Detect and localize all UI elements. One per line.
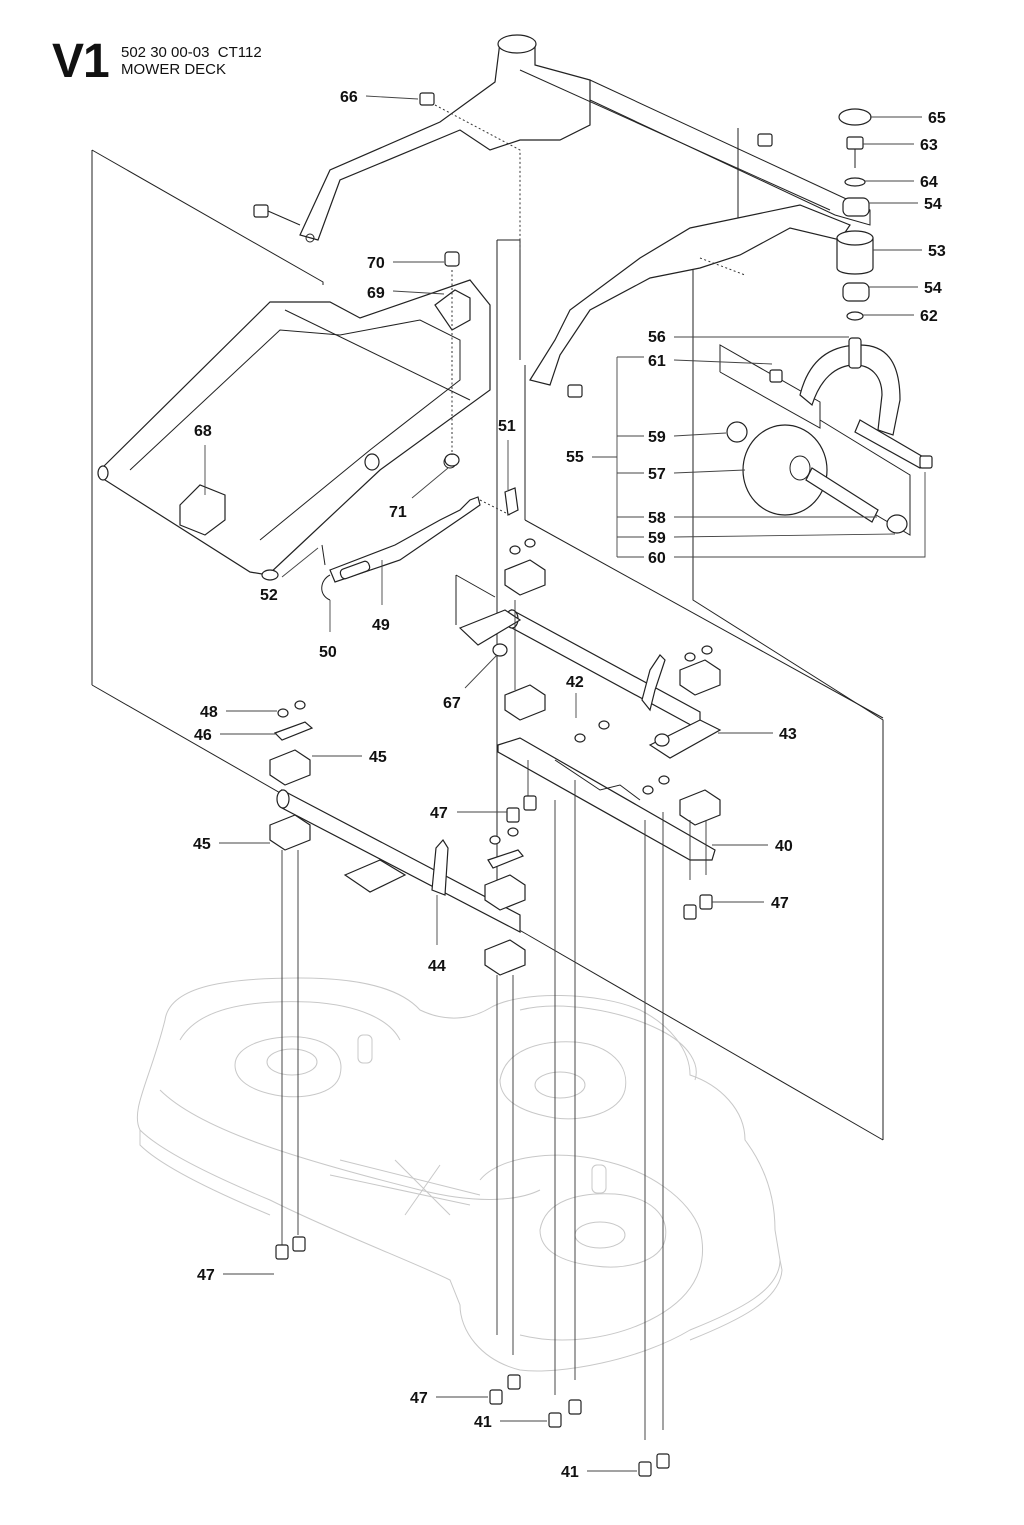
callout-label: 60 [648,550,666,567]
callout-label: 53 [928,243,946,260]
callout-label: 47 [410,1390,428,1407]
callout-label: 55 [566,449,584,466]
fasteners-upper [253,92,773,467]
callout-label: 54 [924,280,942,297]
callout-label: 62 [920,308,938,325]
callout-label: 68 [194,423,212,440]
callout-label: 66 [340,89,358,106]
callout-label: 54 [924,196,942,213]
callout-label: 42 [566,674,584,691]
callout-label: 52 [260,587,278,604]
mower-deck-housing [136,977,783,1372]
caster-assembly [726,108,933,534]
callout-label: 47 [430,805,448,822]
callout-label: 40 [775,838,793,855]
callout-label: 45 [193,836,211,853]
callout-label: 48 [200,704,218,721]
callout-label: 51 [498,418,516,435]
sheet-code: V1 [52,35,110,88]
callout-label: 65 [928,110,946,127]
part-number: 502 30 00-03 [121,44,210,61]
cutter-frame [97,279,491,581]
callout-label: 41 [561,1464,579,1481]
callout-label: 50 [319,644,337,661]
callout-label: 47 [197,1267,215,1284]
callout-label: 41 [474,1414,492,1431]
callout-label: 56 [648,329,666,346]
callout-label: 61 [648,353,666,370]
callout-label: 47 [771,895,789,912]
callout-label: 59 [648,429,666,446]
callout-label: 58 [648,510,666,527]
callout-label: 43 [779,726,797,743]
mounting-bolts [275,795,713,1477]
callout-label: 46 [194,727,212,744]
callout-labels: 66 65 63 64 54 53 54 62 70 69 56 61 68 5… [193,89,946,1481]
callout-label: 69 [367,285,385,302]
lift-rod-assembly [321,487,519,601]
callout-label: 70 [367,255,385,272]
callout-label: 71 [389,504,407,521]
front-lift-bracket [299,34,871,386]
callout-label: 49 [372,617,390,634]
diagram-title: MOWER DECK [121,61,226,78]
callout-label: 64 [920,174,938,191]
part-number-line: 502 30 00-03 CT112 [121,45,262,60]
group-bracket-55 [592,357,926,558]
callout-label: 63 [920,137,938,154]
model-code: CT112 [217,44,262,61]
callout-label: 44 [428,958,446,975]
callout-label: 59 [648,530,666,547]
mounting-axes [281,600,707,1440]
callout-label: 67 [443,695,461,712]
front-lift-shaft [269,700,526,976]
deck-support-bar [497,720,716,861]
diagram-header: V1 502 30 00-03 CT112 MOWER DECK [0,0,400,100]
callout-label: 57 [648,466,666,483]
callout-label: 45 [369,749,387,766]
rear-lift-shaft [458,538,722,826]
